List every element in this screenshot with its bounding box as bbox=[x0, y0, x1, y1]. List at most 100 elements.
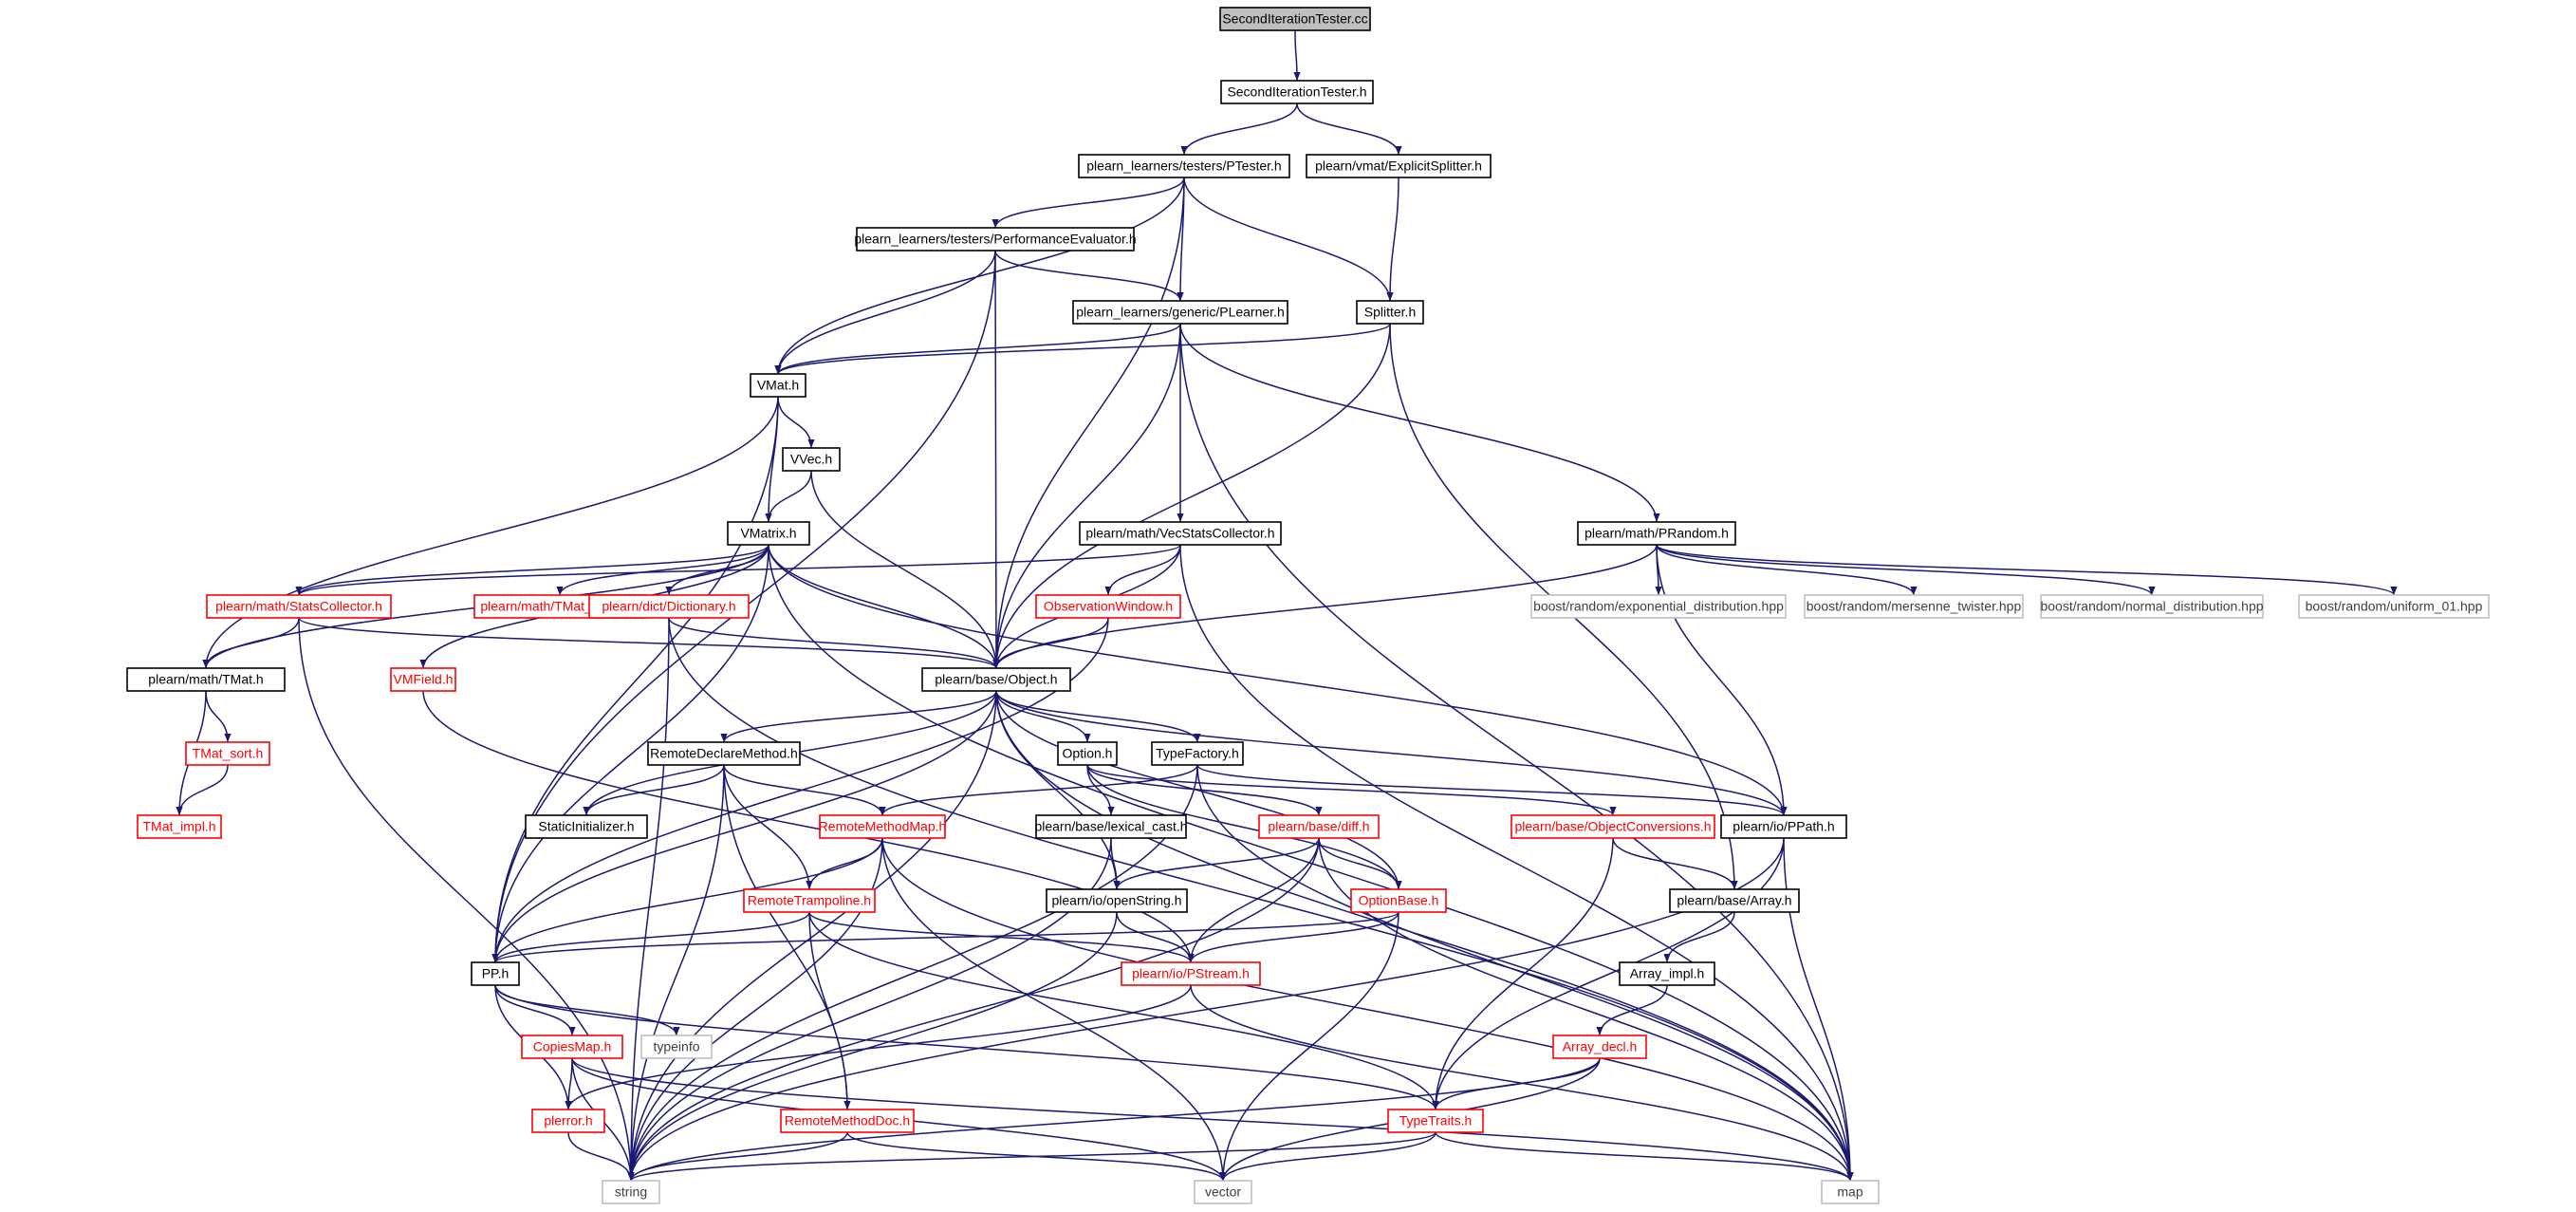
node-label: typeinfo bbox=[653, 1039, 699, 1054]
node-box bbox=[856, 227, 1135, 252]
node-label: boost/random/mersenne_twister.hpp bbox=[1807, 599, 2022, 614]
edge-plearn-base-lexical-cast-h-to-plearn-io-openstring-h bbox=[1110, 837, 1121, 890]
edge-plearn-base-object-h-to-option-h bbox=[995, 690, 1091, 743]
node-box bbox=[1669, 888, 1800, 913]
edge-vmatrix-h-to-plearn-io-ppath-h bbox=[768, 544, 1788, 816]
node-label: TMat_impl.h bbox=[142, 819, 215, 834]
node-staticinitializer-h[interactable]: StaticInitializer.h bbox=[525, 814, 648, 839]
edge-typefactory-h-to-plearn-io-ppath-h bbox=[1196, 764, 1788, 816]
node-vvec-h[interactable]: VVec.h bbox=[782, 447, 841, 472]
node-plearn-learners-testers-performanceevaluator-h[interactable]: plearn_learners/testers/PerformanceEvalu… bbox=[854, 227, 1137, 252]
node-plearn-vmat-explicitsplitter-h[interactable]: plearn/vmat/ExplicitSplitter.h bbox=[1306, 154, 1492, 178]
node-tmat-sort-h[interactable]: TMat_sort.h bbox=[185, 741, 270, 766]
edge-plearn-learners-testers-performanceevaluator-h-to-plearn-base-object-h bbox=[992, 250, 1000, 669]
node-remotemethoddoc-h[interactable]: RemoteMethodDoc.h bbox=[780, 1109, 915, 1133]
node-remotetrampoline-h[interactable]: RemoteTrampoline.h bbox=[743, 888, 876, 913]
node-seconditerationtester-cc[interactable]: SecondIterationTester.cc bbox=[1219, 7, 1371, 31]
node-plearn-dict-dictionary-h[interactable]: plearn/dict/Dictionary.h bbox=[588, 594, 750, 619]
node-copiesmap-h[interactable]: CopiesMap.h bbox=[521, 1035, 623, 1059]
node-vmfield-h[interactable]: VMField.h bbox=[390, 667, 456, 692]
node-plearn-base-diff-h[interactable]: plearn/base/diff.h bbox=[1258, 814, 1380, 839]
node-plearn-math-tmat-h[interactable]: plearn/math/TMat.h bbox=[126, 667, 286, 692]
node-vmatrix-h[interactable]: VMatrix.h bbox=[727, 521, 810, 546]
edge-plearn-learners-generic-plearner-h-to-map bbox=[1179, 323, 1854, 1182]
node-plearn-base-object-h[interactable]: plearn/base/Object.h bbox=[921, 667, 1071, 692]
node-array-decl-h[interactable]: Array_decl.h bbox=[1552, 1035, 1647, 1059]
node-remotedeclaremethod-h[interactable]: RemoteDeclareMethod.h bbox=[647, 741, 801, 766]
node-label: plearn_learners/testers/PTester.h bbox=[1086, 158, 1281, 174]
node-box bbox=[921, 667, 1071, 692]
node-splitter-h[interactable]: Splitter.h bbox=[1356, 300, 1424, 325]
node-label: RemoteMethodDoc.h bbox=[785, 1113, 910, 1128]
node-box bbox=[1046, 888, 1188, 913]
edge-plearn-io-openstring-h-to-string bbox=[627, 911, 1118, 1182]
edge-plearn-math-statscollector-h-to-plearn-math-tmat-h bbox=[202, 617, 300, 669]
node-pp-h[interactable]: PP.h bbox=[471, 961, 520, 986]
node-vmat-h[interactable]: VMat.h bbox=[750, 373, 806, 398]
node-label: plearn/vmat/ExplicitSplitter.h bbox=[1315, 158, 1482, 174]
node-plearn-base-array-h[interactable]: plearn/base/Array.h bbox=[1669, 888, 1800, 913]
node-box bbox=[1387, 1109, 1484, 1133]
node-plearn-base-objectconversions-h[interactable]: plearn/base/ObjectConversions.h bbox=[1510, 814, 1715, 839]
node-plearn-math-vecstatscollector-h[interactable]: plearn/math/VecStatsCollector.h bbox=[1079, 521, 1282, 546]
node-plearn-io-openstring-h[interactable]: plearn/io/openString.h bbox=[1046, 888, 1188, 913]
node-observationwindow-h[interactable]: ObservationWindow.h bbox=[1035, 594, 1181, 619]
node-box bbox=[2298, 594, 2490, 619]
node-plearn-math-prandom-h[interactable]: plearn/math/PRandom.h bbox=[1577, 521, 1736, 546]
node-plearn-base-lexical-cast-h[interactable]: plearn/base/lexical_cast.h bbox=[1034, 814, 1188, 839]
edge-plearn-math-prandom-h-to-boost-random-mersenne-twister-hpp bbox=[1656, 544, 1918, 596]
node-box bbox=[780, 1109, 915, 1133]
edge-splitter-h-to-vmat-h bbox=[774, 323, 1391, 375]
node-typetraits-h[interactable]: TypeTraits.h bbox=[1387, 1109, 1484, 1133]
node-label: SecondIterationTester.cc bbox=[1222, 11, 1367, 27]
file-nodes: SecondIterationTester.ccSecondIterationT… bbox=[126, 7, 2490, 1204]
edge-remotemethoddoc-h-to-string bbox=[627, 1131, 848, 1182]
node-label: boost/random/exponential_distribution.hp… bbox=[1533, 599, 1784, 614]
node-label: ObservationWindow.h bbox=[1044, 599, 1173, 614]
node-box bbox=[1035, 814, 1187, 839]
node-plearn-math-statscollector-h[interactable]: plearn/math/StatsCollector.h bbox=[206, 594, 392, 619]
edge-plearn-learners-testers-ptester-h-to-plearn-learners-testers-performanceevaluator-h bbox=[991, 177, 1185, 229]
node-label: vector bbox=[1205, 1184, 1241, 1200]
node-typefactory-h[interactable]: TypeFactory.h bbox=[1151, 741, 1244, 766]
node-tmat-impl-h[interactable]: TMat_impl.h bbox=[137, 814, 222, 839]
node-label: plearn/math/PRandom.h bbox=[1585, 526, 1729, 541]
node-option-h[interactable]: Option.h bbox=[1057, 741, 1118, 766]
node-string: string bbox=[602, 1180, 660, 1204]
edge-option-h-to-plearn-base-diff-h bbox=[1086, 764, 1323, 816]
node-label: plearn/math/VecStatsCollector.h bbox=[1085, 526, 1274, 541]
node-plerror-h[interactable]: plerror.h bbox=[531, 1109, 605, 1133]
node-box bbox=[525, 814, 648, 839]
node-seconditerationtester-h[interactable]: SecondIterationTester.h bbox=[1220, 80, 1374, 104]
edge-plearn-vmat-explicitsplitter-h-to-splitter-h bbox=[1386, 177, 1399, 302]
node-box bbox=[640, 1035, 713, 1059]
node-box bbox=[1194, 1180, 1252, 1204]
node-box bbox=[1220, 80, 1374, 104]
node-box bbox=[2040, 594, 2264, 619]
node-label: plearn/base/Array.h bbox=[1677, 893, 1791, 908]
node-optionbase-h[interactable]: OptionBase.h bbox=[1350, 888, 1447, 913]
node-box bbox=[1258, 814, 1380, 839]
edge-plearn-base-diff-h-to-plearn-io-openstring-h bbox=[1113, 837, 1320, 890]
node-plearn-io-ppath-h[interactable]: plearn/io/PPath.h bbox=[1720, 814, 1847, 839]
node-plearn-learners-generic-plearner-h[interactable]: plearn_learners/generic/PLearner.h bbox=[1072, 300, 1288, 325]
node-boost-random-exponential-distribution-hpp: boost/random/exponential_distribution.hp… bbox=[1530, 594, 1787, 619]
node-label: CopiesMap.h bbox=[533, 1039, 612, 1054]
edge-optionbase-h-to-vector bbox=[1219, 911, 1399, 1182]
node-box bbox=[1577, 521, 1736, 546]
edge-option-h-to-plearn-base-objectconversions-h bbox=[1086, 764, 1617, 816]
node-plearn-learners-testers-ptester-h[interactable]: plearn_learners/testers/PTester.h bbox=[1078, 154, 1290, 178]
node-box bbox=[602, 1180, 660, 1204]
node-array-impl-h[interactable]: Array_impl.h bbox=[1619, 961, 1715, 986]
node-label: plerror.h bbox=[544, 1113, 592, 1128]
edge-plearn-learners-generic-plearner-h-to-plearn-base-object-h bbox=[992, 323, 1181, 669]
node-vector: vector bbox=[1194, 1180, 1252, 1204]
node-remotemethodmap-h[interactable]: RemoteMethodMap.h bbox=[819, 814, 947, 839]
edge-plearn-base-diff-h-to-plearn-io-pstream-h bbox=[1187, 837, 1320, 963]
edge-pp-h-to-copiesmap-h bbox=[494, 984, 576, 1036]
node-plearn-io-pstream-h[interactable]: plearn/io/PStream.h bbox=[1121, 961, 1261, 986]
edge-remotetrampoline-h-to-remotemethoddoc-h bbox=[808, 911, 851, 1110]
node-box bbox=[1510, 814, 1715, 839]
edge-typetraits-h-to-string bbox=[627, 1131, 1436, 1182]
edge-plearn-dict-dictionary-h-to-string bbox=[627, 617, 670, 1182]
